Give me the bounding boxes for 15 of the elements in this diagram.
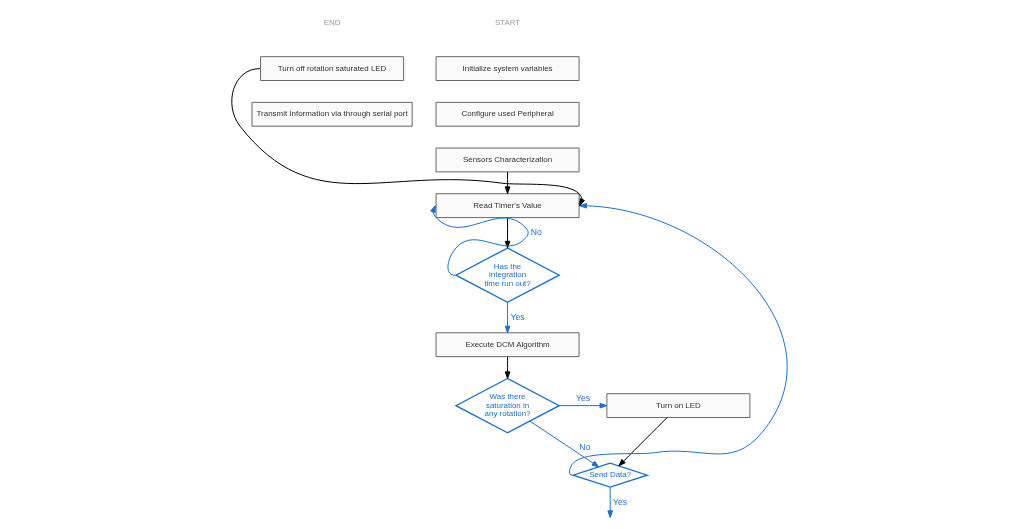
arrow [504, 301, 511, 334]
arrow [231, 68, 585, 207]
edge-label: Yes [576, 393, 591, 404]
arrow [529, 420, 600, 468]
edge-label: Yes [510, 311, 525, 322]
arrow [430, 205, 529, 276]
arrow [568, 202, 788, 476]
edge-label: No [530, 227, 542, 238]
arrow [618, 417, 668, 467]
arrow [504, 356, 511, 379]
arrow [504, 217, 511, 249]
edge-label: Yes [613, 496, 628, 507]
arrow [607, 486, 613, 518]
edge-label: No [579, 442, 591, 453]
arrow [558, 402, 608, 409]
